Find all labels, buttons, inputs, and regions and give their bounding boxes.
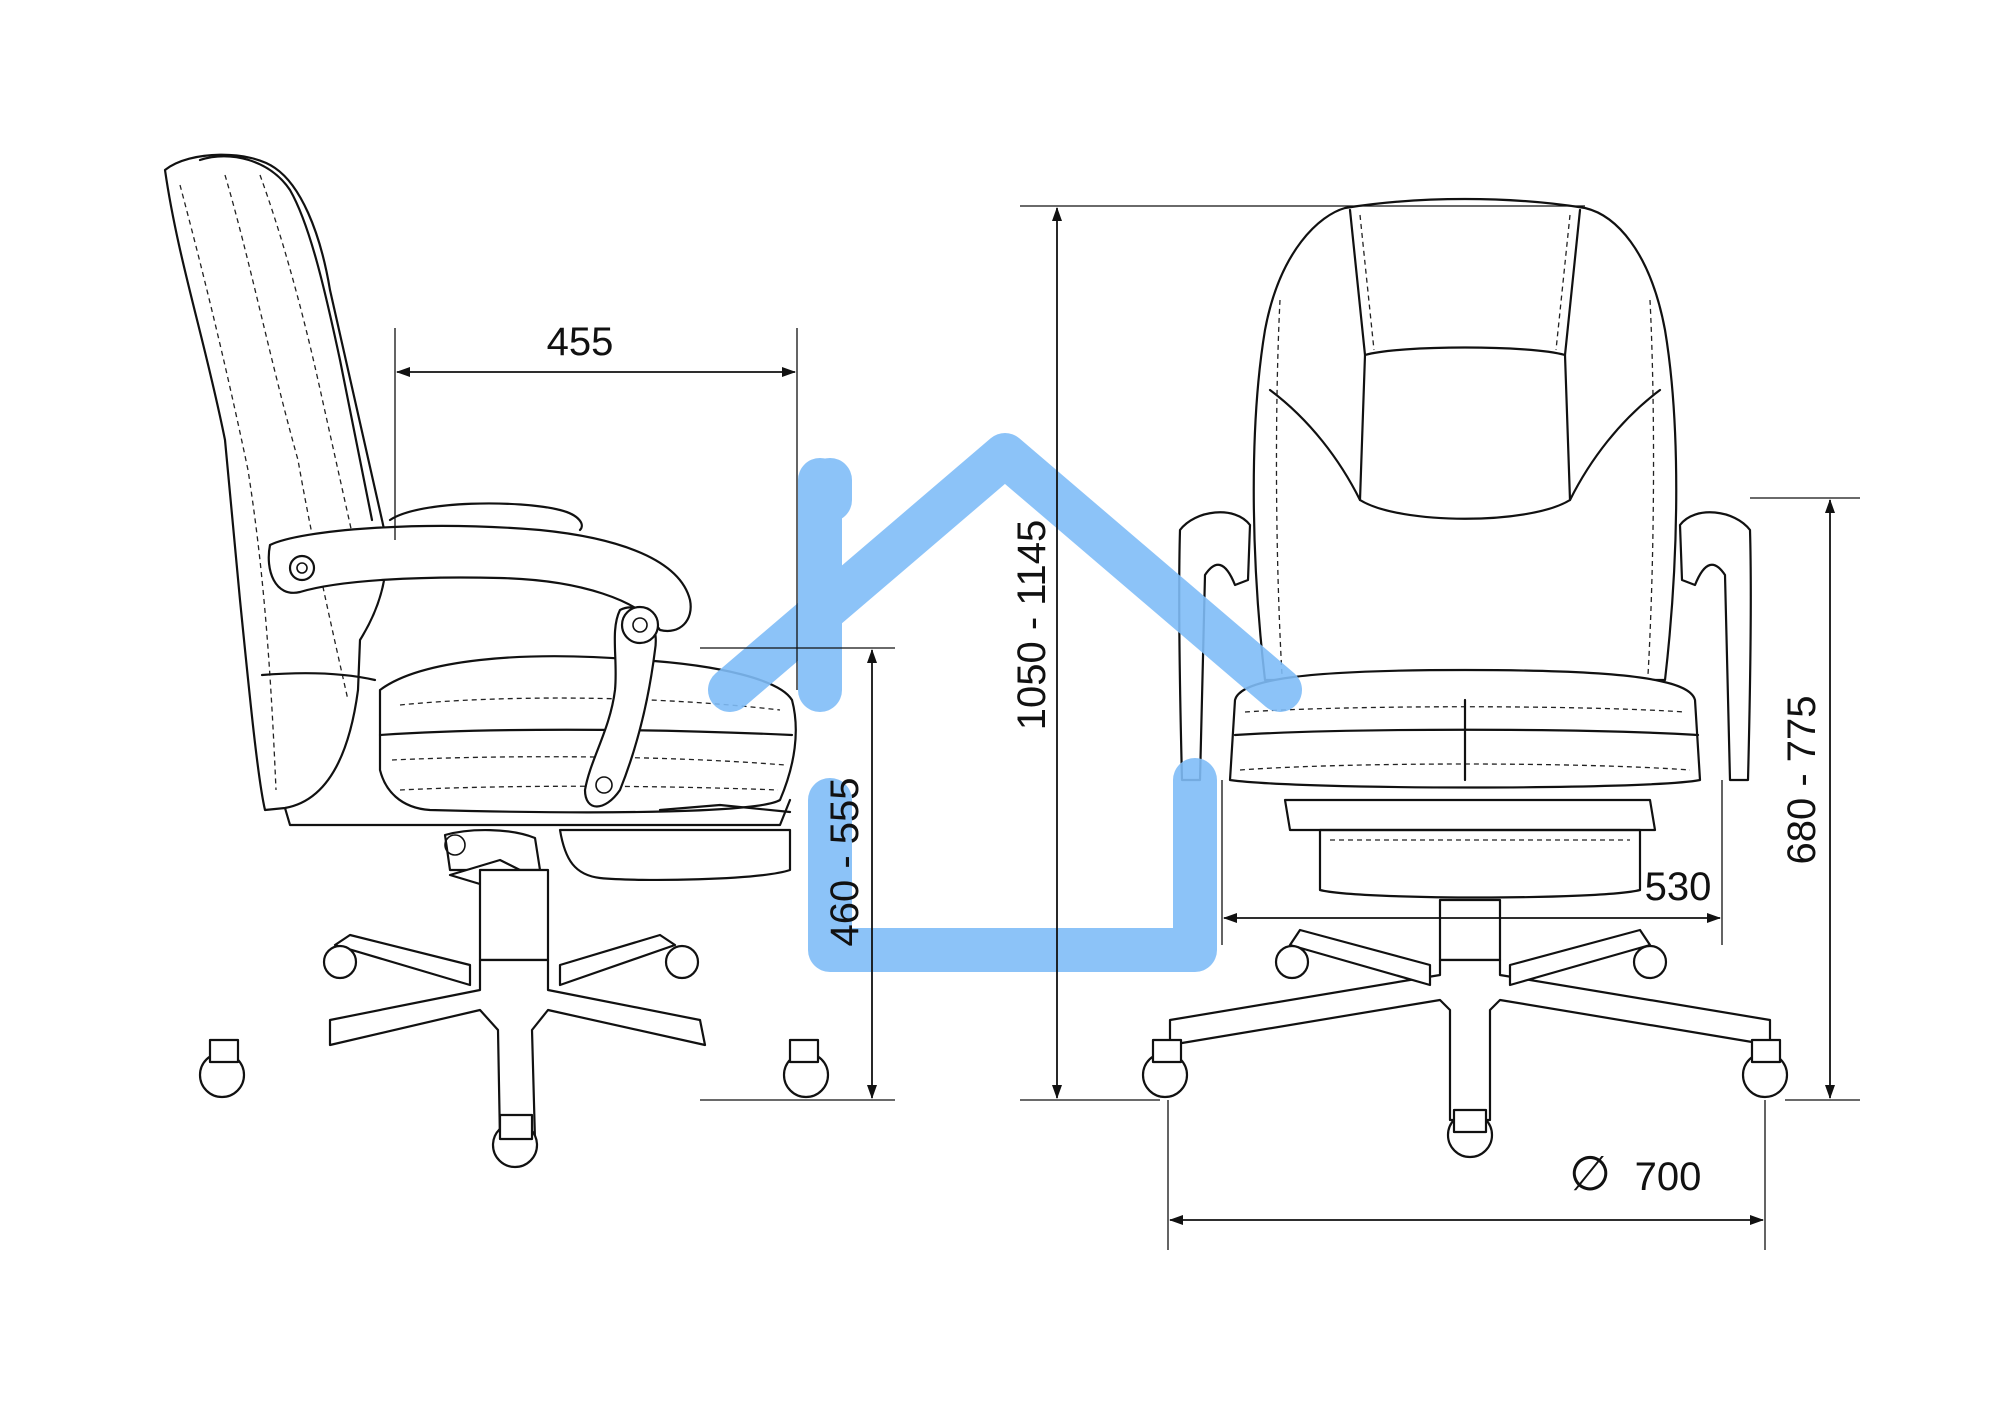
dimension-seat-height: 460 - 555 — [700, 647, 895, 1101]
total-height-label: 1050 - 1145 — [1010, 520, 1054, 731]
seat-width-label: 530 — [1645, 865, 1712, 909]
caster-wheels — [198, 944, 830, 1169]
dimension-armrest-height: 680 - 775 — [1750, 497, 1860, 1101]
seat-height-label: 460 - 555 — [823, 777, 867, 946]
dimension-seat-depth: 455 — [394, 320, 798, 690]
house-icon — [708, 433, 1302, 972]
dimension-total-height: 1050 - 1145 — [1010, 205, 1585, 1101]
dimension-seat-width: 530 — [1221, 780, 1723, 945]
chair-side-view — [163, 153, 830, 1169]
base-diameter-label: 700 — [1635, 1155, 1702, 1199]
seat-depth-label: 455 — [547, 320, 614, 364]
diameter-symbol: ∅ — [1569, 1148, 1611, 1201]
chair-front-view — [1141, 197, 1789, 1159]
dimension-base-diameter: ∅ 700 — [1167, 1100, 1766, 1250]
caster-wheels — [1141, 944, 1789, 1159]
armrest-height-label: 680 - 775 — [1780, 695, 1824, 864]
